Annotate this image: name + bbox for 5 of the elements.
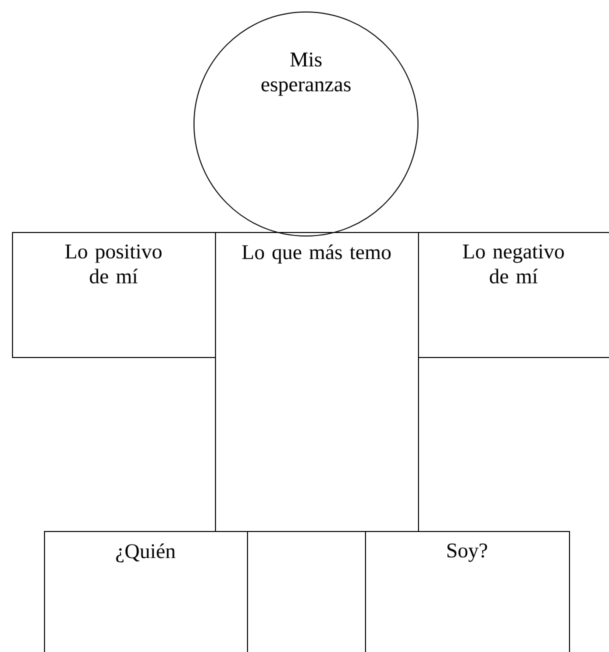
- text-box: ¿Quién: [44, 531, 248, 652]
- text-box: Lo negativo de mí: [418, 232, 609, 358]
- text-box: Lo positivo de mí: [12, 232, 216, 358]
- text-box: Soy?: [365, 531, 570, 652]
- text-box: Lo que más temo: [215, 232, 419, 532]
